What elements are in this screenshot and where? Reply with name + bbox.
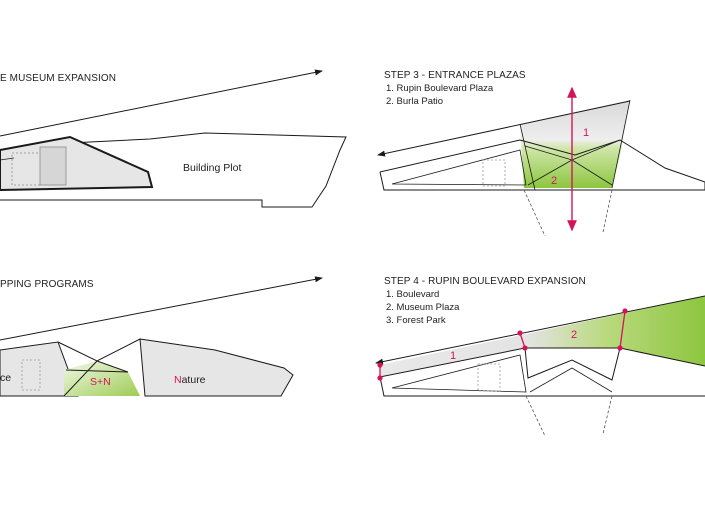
step2-axis-arrow [0,276,323,341]
existing-building-dashed-2 [21,359,41,391]
step4-inner-outline [391,354,527,393]
step4-item-2: 2. Museum Plaza [386,302,460,313]
plaza-wedge-edges [519,99,631,191]
step4-site-outline [379,347,705,397]
step1-title: E MUSEUM EXPANSION [0,73,116,84]
step4-node [617,345,623,351]
label-s-n: S+N [90,376,111,388]
building-plot-outline [0,132,347,208]
step1-panel: E MUSEUM EXPANSION Building Plot [0,69,347,208]
step3-item-2: 2. Burla Patio [386,96,443,107]
step4-x-line [529,367,613,393]
label-nature: Nature [174,374,206,386]
step2-title: PPING PROGRAMS [0,279,94,290]
existing-building-block [39,146,67,186]
step3-axis-arrow [377,100,631,157]
step4-node [622,308,628,314]
step4-node [522,345,528,351]
step4-node [517,330,523,336]
label-nature-initial: N [174,374,182,386]
step4-marker-1: 1 [450,350,456,362]
step4-title: STEP 4 - RUPIN BOULEVARD EXPANSION [384,276,586,287]
step4-item-1: 1. Boulevard [386,289,439,300]
plaza-wedge [520,100,630,188]
museum-inner-edge [0,157,15,161]
step4-cut-line-3 [619,310,626,349]
step4-panel: STEP 4 - RUPIN BOULEVARD EXPANSION 1. Bo… [375,276,705,437]
step2-panel: PPING PROGRAMS ce S+N Nature [0,276,323,397]
step4-band-lower-edge [379,347,705,378]
step3-panel: STEP 3 - ENTRANCE PLAZAS 1. Rupin Boulev… [377,70,705,237]
step4-dashed-left [525,395,546,437]
building-plot-label: Building Plot [183,162,241,174]
step3-inner-outline [391,149,527,186]
step4-item-3: 3. Forest Park [386,315,446,326]
step3-item-1: 1. Rupin Boulevard Plaza [386,83,494,94]
step4-axis-arrow [375,295,705,365]
step4-cut-line-2 [519,332,526,349]
step4-marker-2: 2 [571,329,577,341]
museum-footprint [0,135,154,192]
label-culture: ce [0,372,11,384]
step4-existing-building [477,363,501,392]
label-nature-rest: ature [182,374,206,386]
step4-dashed-right [602,395,613,435]
step4-node [377,362,383,368]
step3-dashed-left [523,189,546,237]
step3-dashed-right [602,189,613,233]
step3-existing-building [482,159,506,187]
step1-axis-arrow [0,69,323,137]
step3-marker-1: 1 [583,127,589,139]
step4-node [377,375,383,381]
segment-nature [139,338,294,397]
step3-marker-2: 2 [551,175,557,187]
step3-site-outline [379,139,705,191]
step3-title: STEP 3 - ENTRANCE PLAZAS [384,70,526,81]
